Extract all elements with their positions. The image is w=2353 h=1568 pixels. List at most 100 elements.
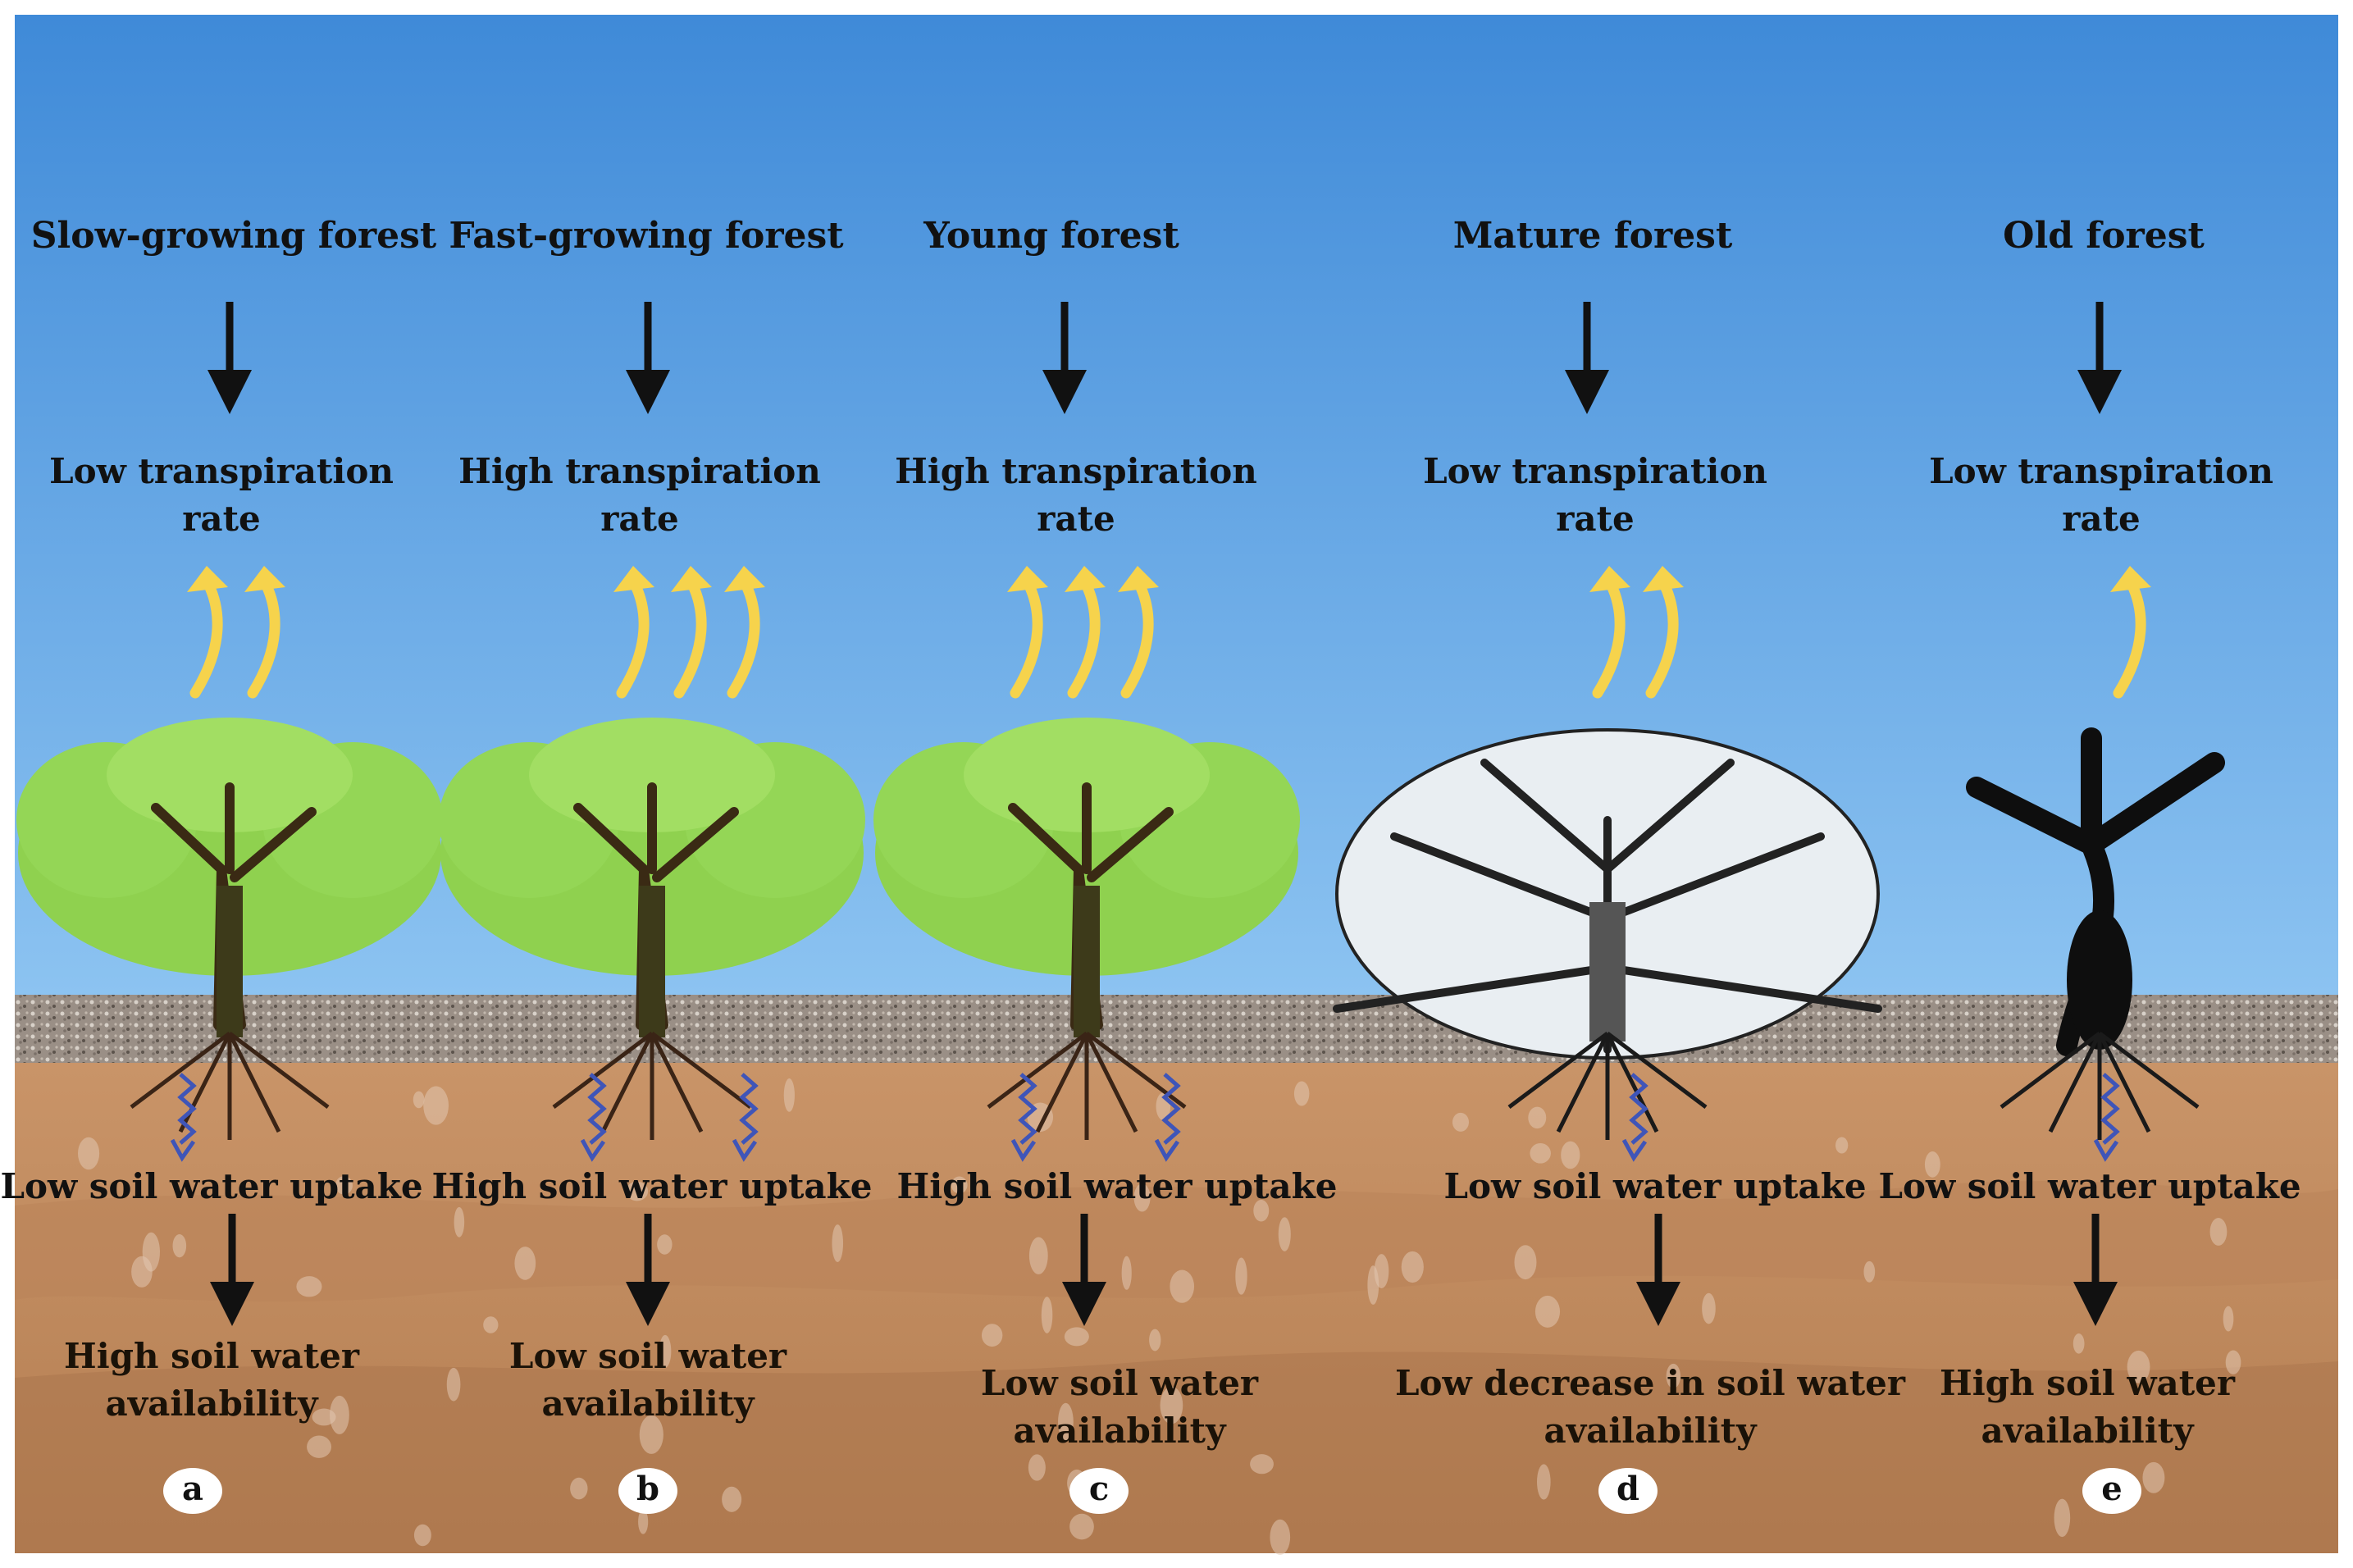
panel-title: Mature forest [1453,215,1733,257]
soil-pebble [483,1316,499,1333]
transpiration-rate-label-line: rate [182,499,261,539]
transpiration-arrow-icon [1120,578,1154,699]
panel-letter-badge: a [163,1468,222,1514]
soil-pebbles [78,1078,2241,1555]
transpiration-arrow-icon [2113,578,2146,699]
soil-water-uptake-label-line: Low soil water uptake [1878,1166,2301,1206]
soil-pebble [1537,1464,1551,1500]
soil-pebble [1702,1292,1716,1324]
soil-pebble [1170,1269,1195,1303]
tree-green [873,718,1300,1140]
water-uptake-arrowhead-icon [1154,1138,1180,1162]
soil-pebble [423,1086,449,1125]
panel-title-line: Young forest [923,215,1179,257]
transpiration-arrow-icon [673,578,707,699]
transpiration-rate-label-line: Low transpiration [49,451,394,491]
soil-pebble [1924,1151,1940,1178]
panel-title: Fast-growing forest [449,215,843,257]
soil-pebble [1528,1106,1547,1129]
transpiration-arrow-icon [1592,578,1626,699]
water-uptake-arrowhead-icon [580,1138,606,1162]
water-uptake-arrowhead-icon [2093,1138,2119,1162]
soil-pebble [1534,1295,1561,1328]
tree-green [439,718,865,1140]
soil-pebble [1149,1329,1161,1351]
soil-water-uptake-label-line: Low soil water uptake [1443,1166,1867,1206]
soil-pebble [1561,1141,1580,1169]
tree-roots [552,1032,752,1140]
panel-letter-badge: d [1598,1468,1658,1514]
soil-pebble [1401,1251,1424,1283]
transpiration-rate-label: High transpiration rate [895,448,1257,543]
soil-water-uptake-label: Low soil water uptake [1443,1166,1866,1206]
soil-pebble [2142,1461,2165,1493]
transpiration-arrowhead-icon [1118,566,1159,592]
soil-pebble [296,1276,322,1297]
soil-water-availability-label-line: availability [105,1383,318,1424]
transpiration-arrow-icon [189,578,223,699]
water-uptake-arrow-icon [739,1073,759,1145]
water-uptake-arrowhead-icon [732,1138,758,1162]
soil-pebble [981,1324,1003,1347]
panel-letter-badge: c [1069,1468,1129,1514]
soil-pebble [1863,1260,1876,1283]
tree-canopy-lobe [107,718,353,832]
soil-water-availability-label-line: availability [1544,1411,1757,1451]
tree-trunk [1074,886,1100,1037]
soil-water-availability-label-line: Low soil water [980,1363,1259,1403]
panel-d [1333,302,1882,1326]
soil-pebble [2209,1218,2228,1246]
tree-trunk [2067,910,2132,1050]
soil-pebble [783,1078,795,1112]
panel-title-line: Mature forest [1452,215,1733,257]
transpiration-rate-label-line: Low transpiration [1423,451,1767,491]
soil-pebble [570,1477,588,1500]
tree-old [1966,727,2225,1140]
transpiration-rate-label-line: rate [1037,499,1115,539]
soil-pebble [659,1334,672,1368]
soil-pebble [1666,1363,1680,1388]
tree-canopy-lobe [529,718,775,832]
soil-water-availability-label-line: High soil water [1940,1363,2235,1403]
soil-pebble [1293,1081,1310,1106]
soil-water-availability-label-line: availability [1981,1411,2194,1451]
transpiration-rate-label-line: rate [1556,499,1635,539]
tree-trunk [1589,902,1626,1042]
soil-pebble [454,1206,465,1238]
panel-letter-badge: b [618,1468,677,1514]
soil-pebble [2073,1333,2085,1354]
transpiration-arrowhead-icon [2110,566,2151,592]
soil-pebble [413,1091,425,1109]
tree-canopy-lobe [964,718,1210,832]
transpiration-rate-label: Low transpiration rate [1423,448,1767,543]
transpiration-arrow-icon [1010,578,1043,699]
transpiration-rate-label-line: rate [2062,499,2141,539]
soil-pebble [78,1137,100,1170]
transpiration-arrowhead-icon [1007,566,1048,592]
soil-pebble [832,1224,844,1262]
soil-pebble [335,1176,353,1195]
panel-b [439,302,865,1326]
tree-mature [1333,728,1882,1140]
panel-title: Old forest [2003,215,2205,257]
soil-pebble [1133,1183,1151,1212]
soil-pebble [1270,1519,1291,1555]
transpiration-arrowhead-icon [724,566,765,592]
soil-pebble [1514,1245,1537,1280]
panel-title-line: Fast-growing forest [449,215,844,257]
transpiration-arrow-icon [1645,578,1679,699]
water-uptake-arrow-icon [2100,1073,2120,1145]
soil-pebble [1250,1454,1274,1475]
soil-pebble [1278,1217,1291,1251]
soil-pebble [2054,1498,2071,1538]
soil-pebble [1064,1327,1089,1347]
soil-water-availability-label: High soil water availability [1940,1360,2235,1455]
soil-pebble [722,1486,742,1512]
transpiration-rate-label-line: High transpiration [895,451,1257,491]
soil-pebble [951,1176,968,1194]
soil-water-uptake-label-line: High soil water uptake [431,1166,873,1206]
